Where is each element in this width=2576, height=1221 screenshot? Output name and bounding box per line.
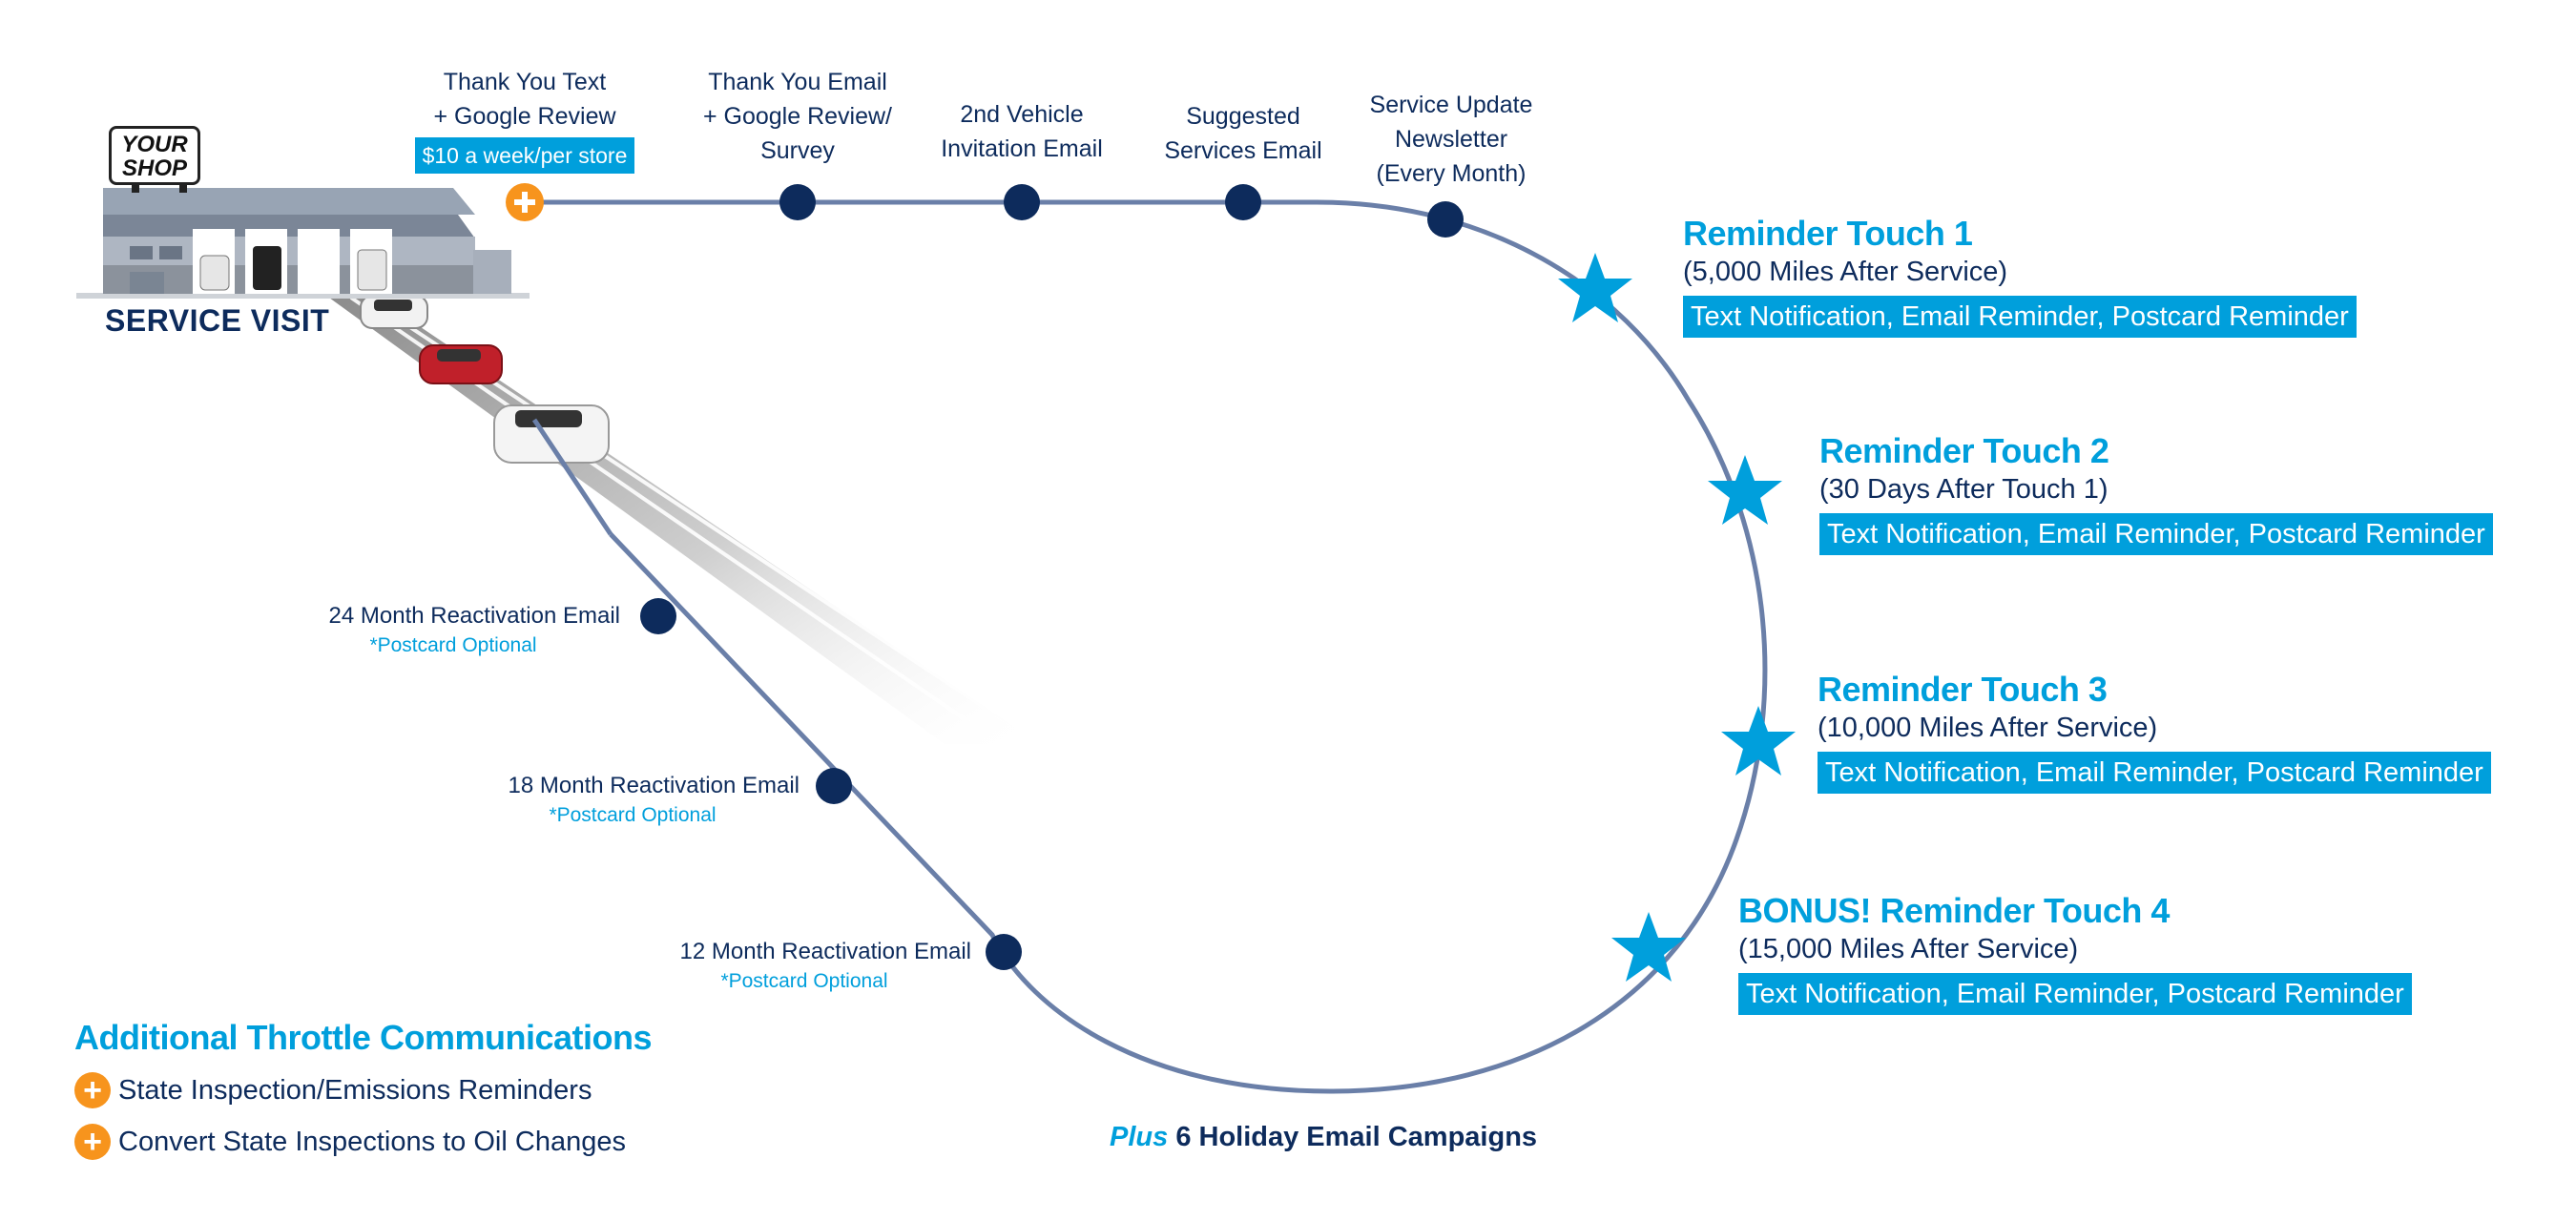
plus-icon xyxy=(506,183,544,221)
reminder-subtitle: (15,000 Miles After Service) xyxy=(1738,934,2079,964)
star-icon xyxy=(1708,455,1782,525)
reactivation-dot xyxy=(816,768,852,804)
step-service-newsletter: Service Update Newsletter (Every Month) xyxy=(1332,88,1570,191)
sign-line-2: SHOP xyxy=(121,155,187,181)
plus-icon: + xyxy=(74,1072,111,1108)
reminder-touch-2: Reminder Touch 2 (30 Days After Touch 1)… xyxy=(1819,431,2493,555)
reminder-touch-4: BONUS! Reminder Touch 4 (15,000 Miles Af… xyxy=(1738,891,2412,1015)
price-badge: $10 a week/per store xyxy=(414,137,635,174)
step-dot xyxy=(1004,184,1040,220)
reminder-title: BONUS! Reminder Touch 4 xyxy=(1738,891,2170,930)
additional-item-label: Convert State Inspections to Oil Changes xyxy=(118,1126,626,1157)
reactivation-title: 18 Month Reactivation Email xyxy=(508,773,800,798)
journey-path-tail xyxy=(531,418,613,536)
reactivation-24-month: 24 Month Reactivation Email *Postcard Op… xyxy=(286,601,620,660)
reactivation-title: 12 Month Reactivation Email xyxy=(679,939,971,964)
reminder-channels: Text Notification, Email Reminder, Postc… xyxy=(1683,296,2357,338)
step-line: Service Update xyxy=(1369,92,1533,118)
reactivation-note: *Postcard Optional xyxy=(369,634,537,656)
reactivation-note: *Postcard Optional xyxy=(720,970,888,992)
reactivation-dot xyxy=(986,934,1022,970)
step-suggested-services: Suggested Services Email xyxy=(1124,99,1362,168)
shop-building xyxy=(76,185,530,299)
step-dot xyxy=(1225,184,1261,220)
additional-title: Additional Throttle Communications xyxy=(74,1018,652,1057)
car-white-1 xyxy=(360,295,428,329)
sign-line-1: YOUR xyxy=(121,132,188,157)
reactivation-title: 24 Month Reactivation Email xyxy=(328,603,620,629)
reminder-subtitle: (5,000 Miles After Service) xyxy=(1683,257,2008,287)
step-line: 2nd Vehicle xyxy=(960,101,1084,128)
holiday-plus: Plus xyxy=(1110,1122,1169,1152)
step-line: + Google Review xyxy=(433,103,616,130)
reminder-channels: Text Notification, Email Reminder, Postc… xyxy=(1819,513,2493,555)
step-line: Services Email xyxy=(1164,137,1322,164)
road-cars xyxy=(360,295,610,464)
star-icon xyxy=(1721,706,1796,776)
reminder-subtitle: (30 Days After Touch 1) xyxy=(1819,474,2109,505)
service-visit-label: SERVICE VISIT xyxy=(105,303,330,338)
step-line: Suggested xyxy=(1186,103,1300,130)
reactivation-note: *Postcard Optional xyxy=(549,804,717,826)
car-red xyxy=(419,344,503,384)
step-line: Thank You Email xyxy=(708,69,887,95)
reactivation-18-month: 18 Month Reactivation Email *Postcard Op… xyxy=(466,771,800,830)
step-2nd-vehicle: 2nd Vehicle Invitation Email xyxy=(903,97,1141,166)
reminder-touch-3: Reminder Touch 3 (10,000 Miles After Ser… xyxy=(1818,670,2491,794)
additional-item-label: State Inspection/Emissions Reminders xyxy=(118,1074,592,1106)
additional-item: + State Inspection/Emissions Reminders xyxy=(74,1072,592,1108)
step-thank-you-email: Thank You Email + Google Review/ Survey xyxy=(678,65,917,168)
step-line: Newsletter xyxy=(1394,126,1508,153)
step-line: Thank You Text xyxy=(443,69,607,95)
shop-sign: YOUR SHOP xyxy=(109,126,200,185)
star-icon xyxy=(1558,253,1632,322)
step-line: Invitation Email xyxy=(941,135,1103,162)
car-white-2 xyxy=(493,404,610,464)
plus-icon: + xyxy=(74,1124,111,1160)
reminder-title: Reminder Touch 2 xyxy=(1819,431,2109,470)
holiday-text: 6 Holiday Email Campaigns xyxy=(1175,1122,1538,1152)
reminder-title: Reminder Touch 1 xyxy=(1683,214,1973,253)
step-thank-you-text: Thank You Text + Google Review $10 a wee… xyxy=(405,65,644,174)
reminder-subtitle: (10,000 Miles After Service) xyxy=(1818,713,2158,743)
step-dot xyxy=(779,184,816,220)
holiday-campaigns: Plus 6 Holiday Email Campaigns xyxy=(1110,1122,1537,1153)
step-dot xyxy=(1427,201,1464,238)
reminder-channels: Text Notification, Email Reminder, Postc… xyxy=(1818,752,2491,794)
step-line: + Google Review/ xyxy=(702,103,893,130)
reactivation-dot xyxy=(640,598,676,634)
reminder-touch-1: Reminder Touch 1 (5,000 Miles After Serv… xyxy=(1683,214,2357,338)
reminder-channels: Text Notification, Email Reminder, Postc… xyxy=(1738,973,2412,1015)
reminder-title: Reminder Touch 3 xyxy=(1818,670,2108,709)
reactivation-12-month: 12 Month Reactivation Email *Postcard Op… xyxy=(637,937,971,996)
step-line: Survey xyxy=(760,137,835,164)
additional-item: + Convert State Inspections to Oil Chang… xyxy=(74,1124,626,1160)
star-icon xyxy=(1611,912,1686,982)
step-line: (Every Month) xyxy=(1376,160,1527,187)
